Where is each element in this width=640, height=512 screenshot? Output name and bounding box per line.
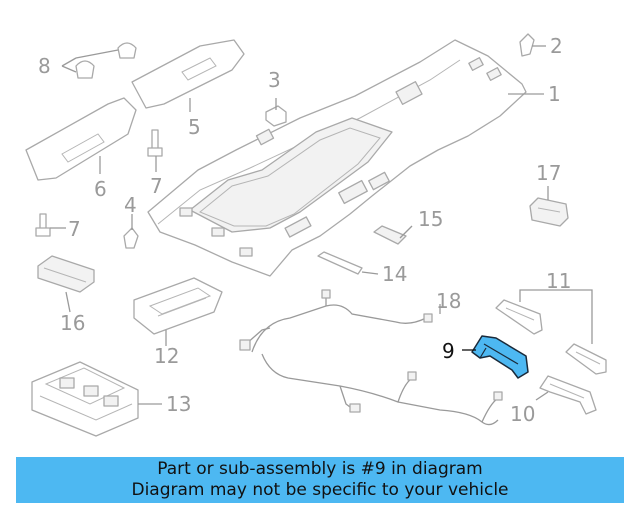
callout-18: 18 (436, 289, 461, 313)
switch-part-15 (373, 225, 407, 245)
callout-15: 15 (418, 207, 443, 231)
wiring-harness-part-18 (239, 289, 503, 426)
lamp-part-16 (37, 255, 95, 293)
callout-5: 5 (188, 115, 201, 139)
callout-7-lower: 7 (68, 217, 81, 241)
banner-line-1: Part or sub-assembly is #9 in diagram (157, 459, 483, 479)
callout-8: 8 (38, 54, 51, 78)
callout-4: 4 (124, 193, 137, 217)
callout-11: 11 (546, 269, 571, 293)
parts-diagram: 1 2 3 4 5 6 7 7 8 9 10 11 12 13 14 15 16… (25, 33, 607, 437)
bolt-part-7-upper (147, 129, 163, 157)
callout-12: 12 (154, 344, 179, 368)
callout-6: 6 (94, 177, 107, 201)
strip-part-14 (317, 251, 363, 275)
callout-3: 3 (268, 68, 281, 92)
callout-2: 2 (550, 34, 563, 58)
callout-14: 14 (382, 262, 407, 286)
sun-visor-part-6 (25, 97, 137, 181)
banner-line-2: Diagram may not be specific to your vehi… (131, 480, 509, 500)
switch-part-17 (529, 197, 569, 227)
callout-7-upper: 7 (150, 174, 163, 198)
callout-17: 17 (536, 161, 561, 185)
callout-9[interactable]: 9 (442, 339, 455, 363)
bracket-part-3 (265, 105, 287, 127)
callout-16: 16 (60, 311, 85, 335)
grip-handle-part-11 (495, 299, 607, 375)
clip-part-8 (75, 42, 137, 79)
callout-1: 1 (548, 82, 561, 106)
console-part-13 (31, 361, 139, 437)
clip-part-4 (123, 227, 139, 249)
leader-lines (50, 45, 593, 405)
callout-13: 13 (166, 392, 191, 416)
callout-10: 10 (510, 402, 535, 426)
grip-handle-part-9-highlighted[interactable] (471, 335, 529, 379)
sun-visor-part-5 (131, 39, 245, 109)
grip-handle-part-10 (539, 375, 597, 415)
lamp-housing-part-12 (133, 277, 223, 335)
clip-part-2 (519, 33, 535, 57)
bolt-part-7-lower (35, 213, 51, 237)
info-banner: Part or sub-assembly is #9 in diagram Di… (16, 457, 624, 503)
headliner-part (147, 39, 527, 277)
